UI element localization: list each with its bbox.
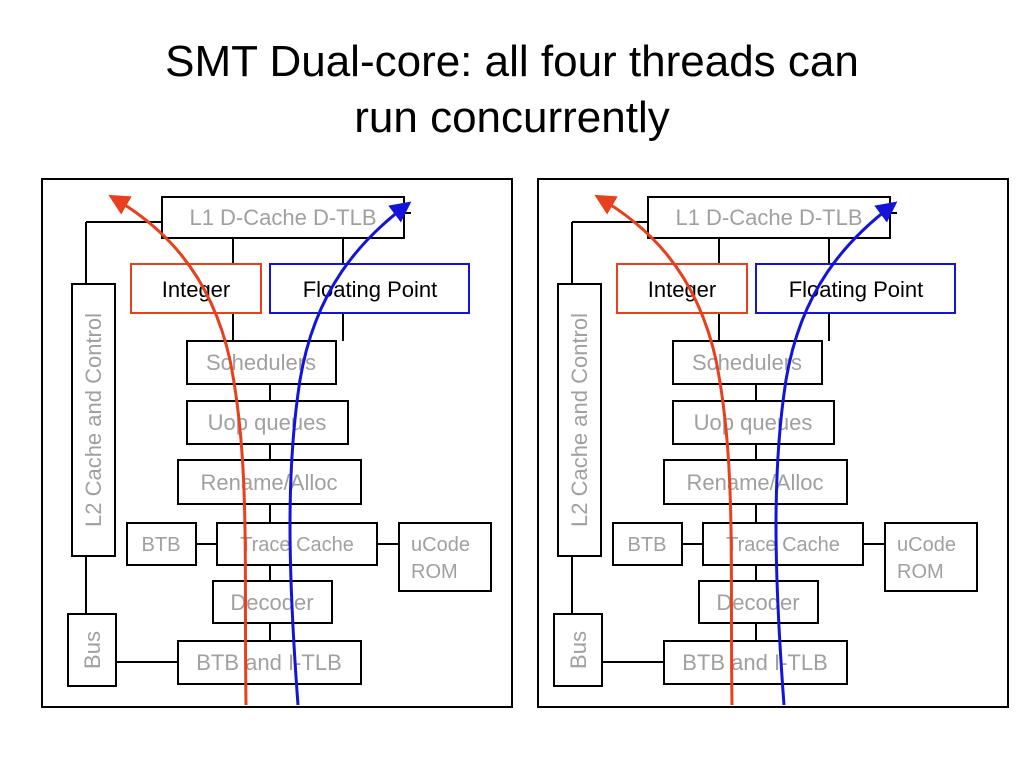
decoder-label: Decoder — [716, 590, 799, 615]
l1-dcache-box — [647, 196, 891, 239]
thread-b-arrow — [288, 201, 412, 706]
decoder-label: Decoder — [230, 590, 313, 615]
core-frame — [537, 178, 1009, 708]
rename-alloc-box — [177, 459, 362, 505]
title-line-1: SMT Dual-core: all four threads can — [165, 37, 859, 86]
floating-point-box — [755, 263, 956, 314]
ucode-rom-box — [398, 522, 492, 592]
slide-title: SMT Dual-core: all four threads can run … — [0, 34, 1024, 146]
trace-cache-label: Trace Cache — [726, 534, 840, 556]
uop-queues-box — [186, 400, 349, 445]
l2-cache-label: L2 Cache and Control — [567, 313, 592, 527]
integer-box — [130, 263, 262, 314]
l1-dcache-label: L1 D-Cache D-TLB — [675, 205, 862, 230]
bus-label: Bus — [80, 631, 105, 669]
l2-cache-box — [71, 283, 116, 557]
rename-alloc-label: Rename/Alloc — [687, 470, 824, 495]
integer-label: Integer — [648, 277, 717, 302]
ucode-label: uCode — [411, 534, 470, 556]
floating-point-label: Floating Point — [303, 277, 438, 302]
schedulers-label: Schedulers — [206, 350, 316, 375]
rom-label: ROM — [411, 561, 458, 583]
btb-itlb-box — [663, 640, 848, 685]
btb-label: BTB — [142, 534, 181, 556]
bus-box — [67, 613, 117, 687]
l2-cache-box — [557, 283, 602, 557]
integer-label: Integer — [162, 277, 231, 302]
btb-itlb-label: BTB and I-TLB — [196, 650, 342, 675]
uop-queues-box — [672, 400, 835, 445]
floating-point-label: Floating Point — [789, 277, 924, 302]
uop-queues-label: Uop queues — [208, 410, 327, 435]
bus-label: Bus — [566, 631, 591, 669]
schedulers-label: Schedulers — [692, 350, 802, 375]
schedulers-box — [672, 340, 823, 385]
rom-label: ROM — [897, 561, 944, 583]
floating-point-box — [269, 263, 470, 314]
decoder-box — [212, 580, 333, 624]
decoder-box — [698, 580, 819, 624]
schedulers-box — [186, 340, 337, 385]
l1-dcache-label: L1 D-Cache D-TLB — [189, 205, 376, 230]
bus-box — [553, 613, 603, 687]
btb-label: BTB — [628, 534, 667, 556]
core-frame — [41, 178, 513, 708]
l2-cache-label: L2 Cache and Control — [81, 313, 106, 527]
ucode-label: uCode — [897, 534, 956, 556]
thread-a-arrow — [108, 194, 248, 706]
btb-box — [612, 522, 683, 566]
core-right: L1 D-Cache D-TLB Integer Floating Point … — [537, 178, 1009, 708]
trace-cache-label: Trace Cache — [240, 534, 354, 556]
ucode-rom-box — [884, 522, 978, 592]
uop-queues-label: Uop queues — [694, 410, 813, 435]
core-left: L1 D-Cache D-TLB Integer Floating Point … — [41, 178, 513, 708]
l1-dcache-box — [161, 196, 405, 239]
title-line-2: run concurrently — [354, 93, 670, 142]
btb-itlb-box — [177, 640, 362, 685]
integer-box — [616, 263, 748, 314]
btb-itlb-label: BTB and I-TLB — [682, 650, 828, 675]
thread-b-arrow — [774, 201, 898, 706]
btb-box — [126, 522, 197, 566]
rename-alloc-label: Rename/Alloc — [201, 470, 338, 495]
rename-alloc-box — [663, 459, 848, 505]
thread-a-arrow — [594, 194, 734, 706]
